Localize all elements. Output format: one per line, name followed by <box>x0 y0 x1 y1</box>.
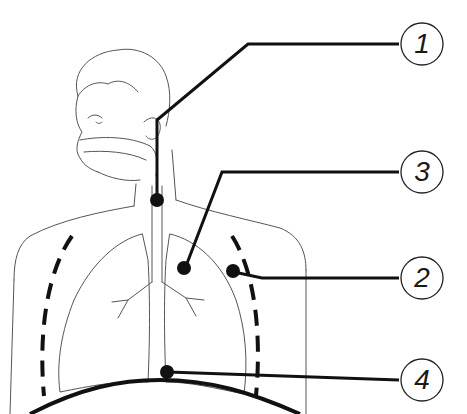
eye-lid <box>96 122 102 124</box>
diaphragm <box>30 380 300 414</box>
neck-left <box>134 184 136 206</box>
callout-number: 3 <box>414 158 430 186</box>
right-lung <box>165 234 246 394</box>
left-lung <box>59 234 150 392</box>
callout-number: 2 <box>414 264 430 292</box>
chest-outline-right <box>232 236 258 396</box>
oral-cavity <box>84 151 146 160</box>
pointer-dot <box>226 264 240 278</box>
nasal-cavity <box>80 138 157 176</box>
right-shoulder <box>176 200 306 270</box>
leader-line <box>186 172 399 266</box>
pointer-dot <box>150 193 164 207</box>
leader-line <box>234 272 399 278</box>
chest-outline-left <box>42 236 72 396</box>
bronchi-branch <box>112 298 204 302</box>
pointer-dot <box>177 261 191 275</box>
eye <box>88 115 102 118</box>
left-shoulder <box>14 206 134 280</box>
circle-outline <box>401 151 443 193</box>
callout-circle: 3 <box>400 150 444 194</box>
pointer-dot <box>160 365 174 379</box>
jaw-line <box>98 172 140 181</box>
circle-outline <box>401 359 443 401</box>
left-arm <box>10 280 14 414</box>
callout-number: 4 <box>414 366 430 394</box>
callout-circle: 4 <box>400 358 444 402</box>
neck-right <box>172 150 176 200</box>
face-profile <box>76 96 98 172</box>
bronchi <box>118 282 196 318</box>
head-outline <box>76 49 169 126</box>
hair-line <box>78 81 138 96</box>
callout-number: 1 <box>414 30 430 58</box>
leader-line <box>168 372 399 380</box>
circle-outline <box>401 257 443 299</box>
callout-circle: 1 <box>400 22 444 66</box>
circle-outline <box>401 23 443 65</box>
callout-circle: 2 <box>400 256 444 300</box>
right-arm <box>306 270 307 414</box>
